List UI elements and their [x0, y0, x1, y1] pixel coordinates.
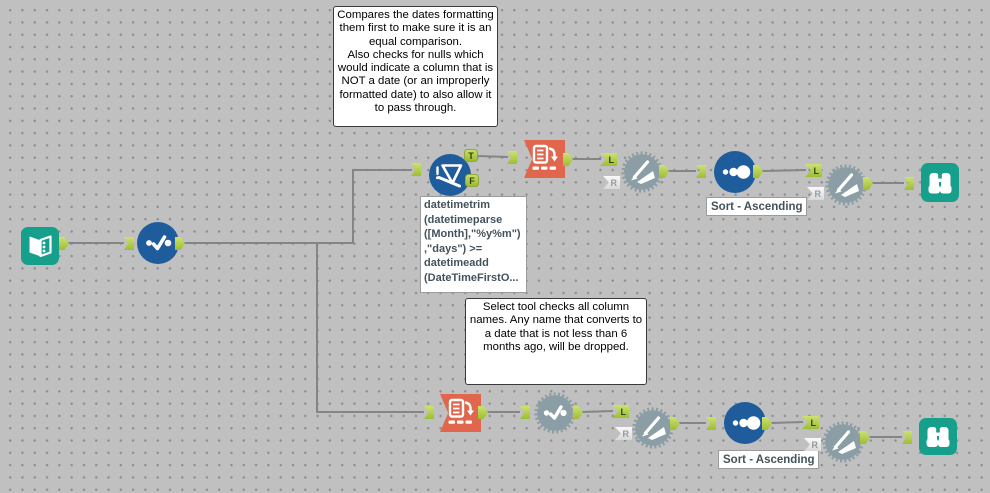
test1-right-input-anchor[interactable]: R: [603, 176, 620, 189]
sort-tool-2[interactable]: [723, 401, 767, 450]
select-columns-output-anchor[interactable]: [563, 153, 573, 166]
test-macro-tool-1[interactable]: [621, 151, 663, 198]
browse2-input-anchor[interactable]: [902, 431, 912, 444]
sort2-input-anchor[interactable]: [706, 417, 716, 430]
test-macro-icon: [825, 164, 867, 206]
sort-icon: [714, 151, 756, 193]
right-anchor-label: R: [610, 177, 618, 188]
macro-select-input-anchor[interactable]: [520, 406, 530, 419]
right-anchor-label: R: [814, 188, 822, 199]
false-anchor-label: F: [469, 175, 475, 186]
comment-box-select[interactable]: Select tool checks all column names. Any…: [465, 298, 647, 385]
test4-left-input-anchor[interactable]: L: [802, 416, 819, 429]
left-anchor-label: L: [608, 154, 615, 165]
sort-icon: [724, 402, 766, 444]
test2-right-input-anchor[interactable]: R: [807, 187, 824, 200]
comment-box-dates[interactable]: Compares the dates formatting them first…: [333, 6, 498, 127]
right-anchor-label: R: [622, 428, 630, 439]
right-anchor-label: R: [811, 439, 819, 450]
filter-expression-annotation[interactable]: datetimetrim (datetimeparse ([Month],"%y…: [420, 196, 527, 293]
wire-sort2-to-test4[interactable]: [770, 421, 804, 424]
select-columns-icon: [448, 398, 474, 424]
select-columns-icon: [532, 144, 558, 170]
test-macro-icon: [822, 421, 864, 463]
wire-sort1-to-test2[interactable]: [761, 169, 807, 172]
left-anchor-label: L: [620, 406, 627, 417]
test1-output-anchor[interactable]: [659, 165, 669, 178]
test2-left-input-anchor[interactable]: L: [805, 164, 822, 177]
select-columns-input-anchor[interactable]: [507, 151, 517, 164]
wire-filter-true-to-select[interactable]: [477, 155, 509, 158]
test-macro-tool-2[interactable]: [825, 164, 867, 211]
browse-icon: [921, 163, 959, 202]
sort2-output-anchor[interactable]: [762, 417, 772, 430]
select-columns2-input-anchor[interactable]: [424, 406, 434, 419]
filter-tool[interactable]: [428, 153, 472, 202]
input-data-icon: [21, 227, 59, 265]
test2-output-anchor[interactable]: [863, 177, 873, 190]
test3-right-input-anchor[interactable]: R: [615, 427, 632, 440]
macro-select-output-anchor[interactable]: [573, 406, 583, 419]
browse-tool-2[interactable]: [919, 418, 957, 460]
filter-icon: [429, 154, 471, 196]
browse-icon: [919, 418, 957, 455]
wire-select-to-bottom-select[interactable]: [316, 243, 424, 413]
browse-tool-1[interactable]: [921, 163, 959, 207]
sort-annotation-bottom[interactable]: Sort - Ascending: [718, 450, 819, 469]
select-input-anchor[interactable]: [124, 237, 134, 250]
test-macro-tool-4[interactable]: [822, 421, 864, 468]
sort1-output-anchor[interactable]: [753, 165, 763, 178]
sort-tool-1[interactable]: [713, 150, 757, 199]
test-macro-icon: [621, 151, 663, 193]
test1-left-input-anchor[interactable]: L: [600, 153, 617, 166]
macro-select-tool[interactable]: [534, 392, 576, 439]
select-columns-tool-2[interactable]: [440, 394, 481, 432]
select-tool[interactable]: [136, 221, 180, 270]
select-columns2-output-anchor[interactable]: [478, 406, 488, 419]
select-icon: [137, 222, 179, 264]
test4-output-anchor[interactable]: [860, 431, 870, 444]
filter-input-anchor[interactable]: [411, 163, 421, 176]
wire-select-to-filter[interactable]: [183, 169, 412, 244]
test4-right-input-anchor[interactable]: R: [804, 438, 821, 451]
wire-macroselect-to-test3[interactable]: [581, 410, 614, 413]
input-data-output-anchor[interactable]: [59, 237, 69, 250]
filter-false-anchor[interactable]: F: [465, 174, 479, 187]
true-anchor-label: T: [468, 150, 474, 161]
filter-true-anchor[interactable]: T: [464, 149, 478, 162]
test3-left-input-anchor[interactable]: L: [612, 405, 629, 418]
browse1-input-anchor[interactable]: [904, 177, 914, 190]
test-macro-tool-3[interactable]: [632, 407, 674, 454]
macro-select-icon: [534, 392, 576, 434]
test3-output-anchor[interactable]: [670, 417, 680, 430]
select-output-anchor[interactable]: [175, 237, 185, 250]
left-anchor-label: L: [813, 165, 820, 176]
sort-annotation-top[interactable]: Sort - Ascending: [706, 197, 807, 216]
left-anchor-label: L: [810, 417, 817, 428]
input-data-tool[interactable]: [21, 227, 59, 270]
sort1-input-anchor[interactable]: [696, 165, 706, 178]
test-macro-icon: [632, 407, 674, 449]
